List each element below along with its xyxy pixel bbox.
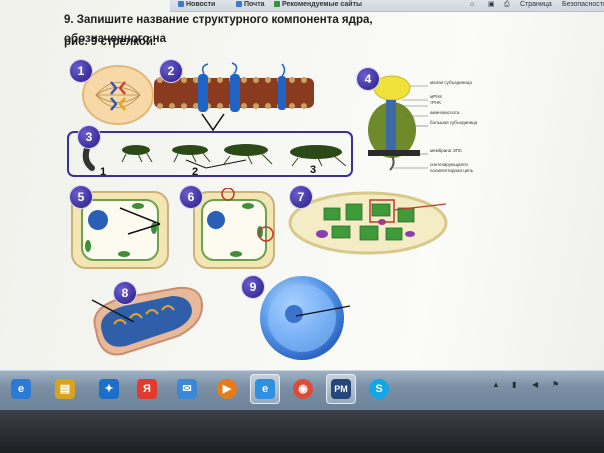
task-question: 9. Запишите название структурного компон… — [64, 14, 373, 45]
badge-1: 1 — [70, 60, 92, 82]
badge-7: 7 — [290, 186, 312, 208]
taskbar-app-explorer[interactable]: ▤ — [50, 374, 80, 404]
media-player-icon: ▶ — [217, 379, 237, 399]
figure-4-ribosome — [368, 75, 428, 171]
figure-5-plant-cell — [71, 191, 169, 269]
figure-8-mitochondrion — [91, 286, 204, 356]
badge-8: 8 — [114, 282, 136, 304]
bookmark-label: Новости — [186, 1, 216, 8]
chrome-icon: ◉ — [293, 379, 313, 399]
taskbar-app-pm[interactable]: PM — [326, 374, 356, 404]
print-icon[interactable]: ⎙ — [504, 1, 510, 8]
bookmark-mail[interactable]: Почта — [236, 0, 265, 9]
taskbar-app-chrome[interactable]: ◉ — [288, 374, 318, 404]
label-polypeptide: синтезирующаяся полипептидная цепь — [430, 162, 474, 173]
monitor-bezel — [0, 410, 604, 453]
figure-1-mitosis — [82, 65, 154, 125]
bookmark-label: Рекомендуемые сайты — [282, 1, 362, 8]
mail-icon — [236, 1, 242, 7]
ribosome-labels: малая субъединица мРНК тРНК аминокислота… — [430, 80, 490, 174]
taskbar-app-ie[interactable]: e — [6, 374, 36, 404]
explorer-icon: ▤ — [55, 379, 75, 399]
flag-icon[interactable]: ⚑ — [552, 380, 560, 389]
suggested-sites-icon — [274, 1, 280, 7]
taskbar-app-bird[interactable]: ✦ — [94, 374, 124, 404]
bookmark-suggested[interactable]: Рекомендуемые сайты — [274, 0, 362, 9]
badge-9: 9 — [242, 276, 264, 298]
network-icon[interactable]: ▮ — [512, 380, 517, 389]
label-aminoacid: аминокислота — [430, 110, 460, 115]
page-menu[interactable]: Страница — [520, 1, 552, 8]
favorites-bar: Новости Почта Рекомендуемые сайты ⌂ ▣ ⎙ … — [170, 0, 604, 12]
news-icon — [178, 1, 184, 7]
pm-app-icon: PM — [331, 379, 351, 399]
bird-app-icon: ✦ — [99, 379, 119, 399]
security-menu[interactable]: Безопасность — [562, 1, 604, 8]
bookmark-news[interactable]: Новости — [178, 0, 215, 9]
figure-9-nucleus — [260, 276, 351, 360]
taskbar-app-skype[interactable]: S — [364, 374, 394, 404]
task-question-cont: рис. 9 стрелкой. — [64, 36, 157, 48]
figure-3-insect-development — [67, 131, 353, 177]
ie-icon: e — [11, 379, 31, 399]
ie-icon-2: e — [255, 379, 275, 399]
badge-3: 3 — [78, 126, 100, 148]
fig3-label-1: 1 — [100, 166, 107, 178]
figure-2-membrane — [154, 62, 314, 132]
badge-5: 5 — [70, 186, 92, 208]
label-small-subunit: малая субъединица — [430, 80, 472, 85]
yandex-icon: Я — [137, 379, 157, 399]
bookmark-label: Почта — [244, 1, 265, 8]
label-large-subunit: большая субъединица — [430, 120, 478, 125]
label-mrna: мРНК — [430, 94, 442, 99]
taskbar-app-mail[interactable]: ✉ — [172, 374, 202, 404]
figure-7-chloroplast — [288, 191, 448, 255]
volume-icon[interactable]: ◀ — [532, 380, 539, 389]
rss-icon[interactable]: ▣ — [488, 1, 495, 8]
fig3-label-3: 3 — [310, 164, 317, 176]
taskbar-app-media[interactable]: ▶ — [212, 374, 242, 404]
home-icon[interactable]: ⌂ — [470, 1, 475, 8]
fig3-label-2: 2 — [192, 166, 199, 178]
skype-icon: S — [369, 379, 389, 399]
mail-icon: ✉ — [177, 379, 197, 399]
label-trna: тРНК — [430, 100, 441, 105]
taskbar: e ▤ ✦ Я ✉ ▶ e ◉ PM S — [0, 370, 604, 411]
system-tray: ▲ ▮ ◀ ⚑ — [484, 374, 604, 404]
badge-6: 6 — [180, 186, 202, 208]
taskbar-app-yandex[interactable]: Я — [132, 374, 162, 404]
badge-2: 2 — [160, 60, 182, 82]
figure-6-plant-cell — [193, 188, 275, 269]
badge-4: 4 — [357, 68, 379, 90]
taskbar-app-ie-active[interactable]: e — [250, 374, 280, 404]
label-er-membrane: мембрана ЭПС — [430, 148, 463, 153]
tray-arrow-icon[interactable]: ▲ — [492, 380, 500, 389]
